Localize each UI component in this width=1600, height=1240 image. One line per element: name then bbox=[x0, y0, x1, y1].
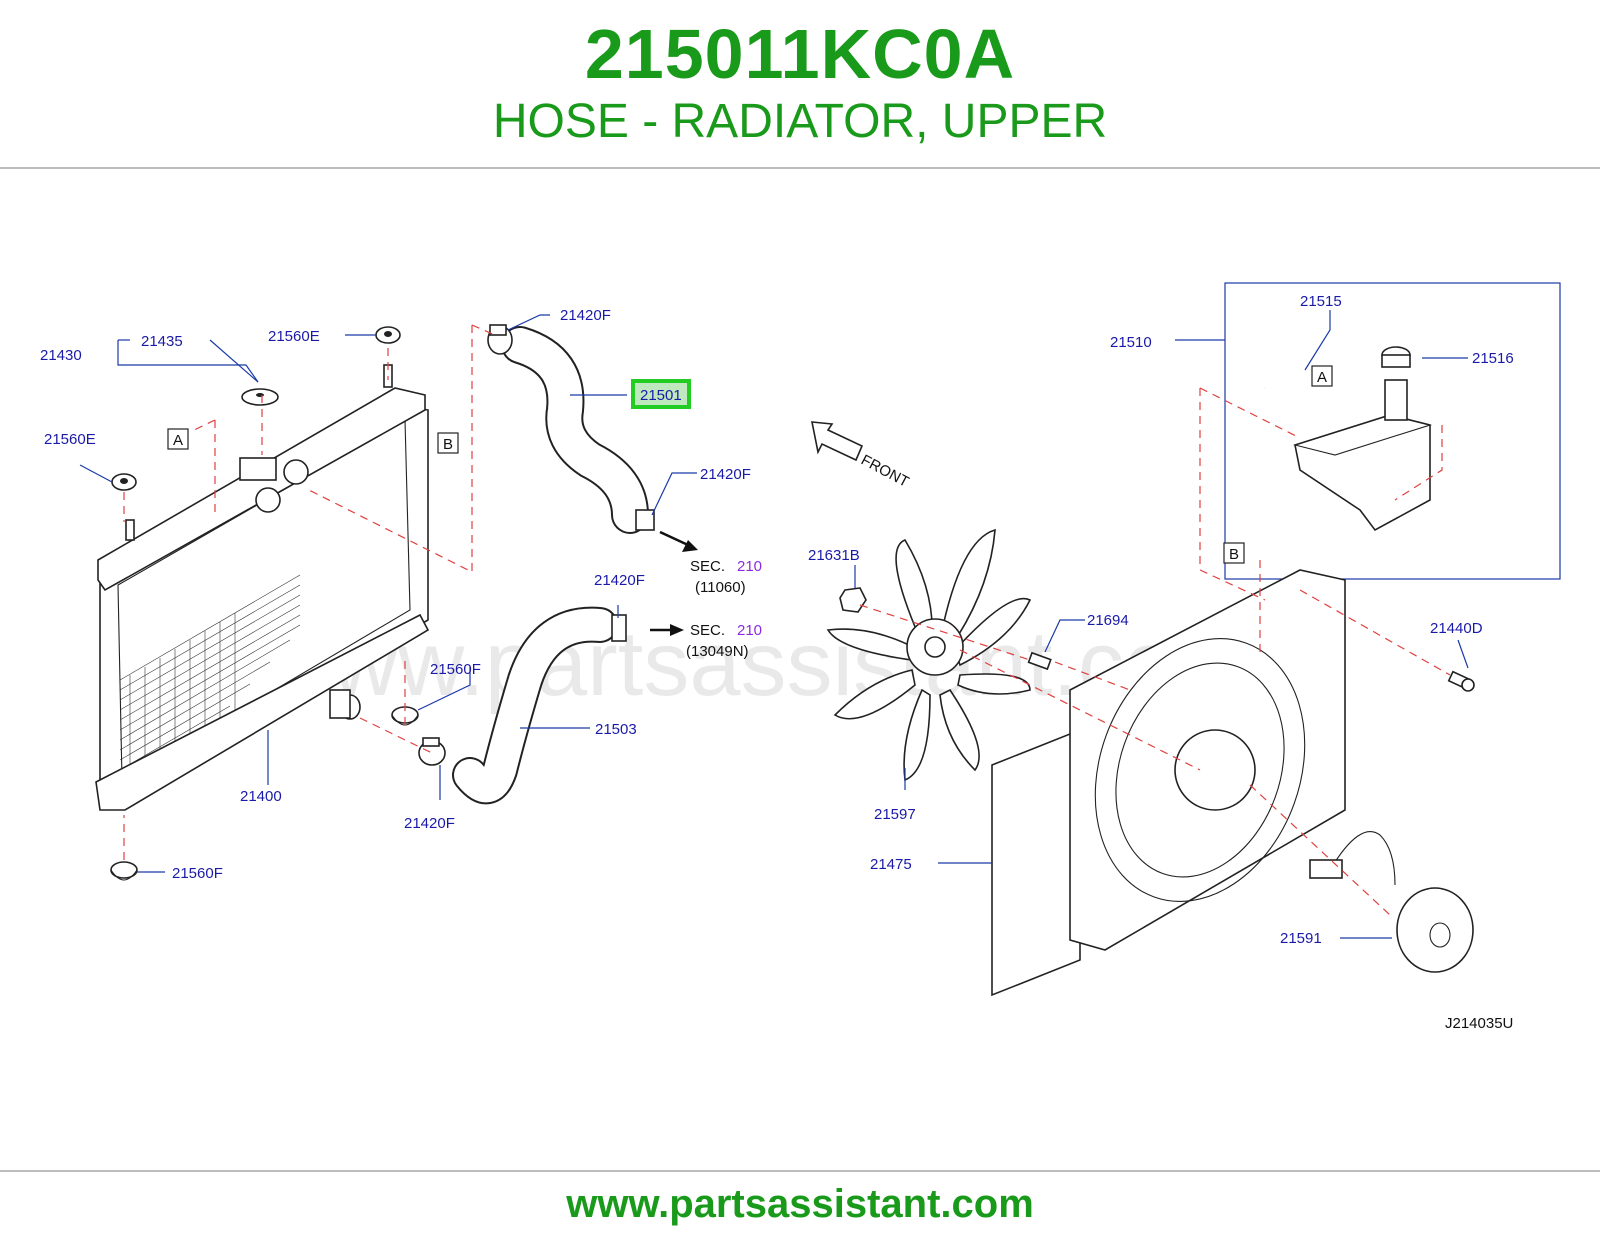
radiator-21400[interactable] bbox=[95, 364, 430, 811]
clamp-21420F-lower[interactable] bbox=[611, 614, 627, 642]
page-header: 215011KC0A HOSE - RADIATOR, UPPER bbox=[0, 0, 1600, 168]
callout-21430[interactable]: 21430 bbox=[40, 347, 82, 364]
callout-21560E-left[interactable]: 21560E bbox=[44, 431, 96, 448]
callout-21420F-mid[interactable]: 21420F bbox=[700, 466, 751, 483]
reservoir-group-box bbox=[1224, 282, 1561, 580]
bolt-21440D[interactable] bbox=[1447, 670, 1475, 692]
parts-diagram: www.partsassistant.com bbox=[40, 282, 1561, 1032]
section-reference-lower[interactable]: SEC. 210 (13049N) bbox=[686, 622, 762, 660]
reservoir-tank-21510[interactable] bbox=[1292, 379, 1433, 532]
callout-21400[interactable]: 21400 bbox=[240, 788, 282, 805]
header-divider bbox=[0, 167, 1600, 169]
callout-21560F-bottom[interactable]: 21560F bbox=[172, 865, 223, 882]
callout-21435[interactable]: 21435 bbox=[141, 333, 183, 350]
callout-leaders bbox=[79, 310, 1469, 939]
section-reference-upper[interactable]: SEC. 210 (11060) bbox=[690, 558, 762, 596]
callout-21694[interactable]: 21694 bbox=[1087, 612, 1129, 629]
highlight-inner-21501 bbox=[635, 383, 687, 405]
sec-label-lower: SEC. bbox=[690, 622, 725, 639]
callout-21420F-top[interactable]: 21420F bbox=[560, 307, 611, 324]
fan-shroud-21475[interactable] bbox=[991, 569, 1346, 997]
callout-21510[interactable]: 21510 bbox=[1110, 334, 1152, 351]
mount-21560E-left[interactable] bbox=[111, 473, 137, 491]
callout-21440D[interactable]: 21440D bbox=[1430, 620, 1483, 637]
ref-b-right: B bbox=[1229, 546, 1239, 563]
clamp-21420F-mid[interactable] bbox=[635, 509, 655, 531]
bolt-21694[interactable] bbox=[1027, 651, 1052, 671]
fan-motor-21591[interactable] bbox=[1309, 830, 1474, 973]
callout-21560F-mid[interactable]: 21560F bbox=[430, 661, 481, 678]
reservoir-cap-21516[interactable] bbox=[1381, 346, 1411, 368]
callout-21475[interactable]: 21475 bbox=[870, 856, 912, 873]
front-label: FRONT bbox=[858, 452, 912, 491]
callout-labels: 21430 21435 21560E 21560E 21420F 21501 2… bbox=[40, 293, 1514, 947]
footer-website-link[interactable]: www.partsassistant.com bbox=[566, 1182, 1034, 1226]
nut-21631B[interactable] bbox=[839, 587, 867, 613]
ref-b-left: B bbox=[443, 436, 453, 453]
mount-21560E-top[interactable] bbox=[375, 326, 401, 344]
callout-21597[interactable]: 21597 bbox=[874, 806, 916, 823]
overflow-hose-21515[interactable] bbox=[1257, 298, 1453, 426]
part-name-subtitle: HOSE - RADIATOR, UPPER bbox=[492, 95, 1108, 148]
callout-21503[interactable]: 21503 bbox=[595, 721, 637, 738]
clamp-21420F-top[interactable] bbox=[487, 324, 513, 355]
sec-arrow-upper bbox=[659, 530, 698, 552]
callout-21420F-lower[interactable]: 21420F bbox=[594, 572, 645, 589]
ref-a-left: A bbox=[173, 432, 183, 449]
callout-21420F-bottom[interactable]: 21420F bbox=[404, 815, 455, 832]
sec-number-upper: 210 bbox=[737, 558, 762, 575]
callout-21515[interactable]: 21515 bbox=[1300, 293, 1342, 310]
drawing-code: J214035U bbox=[1445, 1015, 1513, 1032]
clamp-21420F-bottom[interactable] bbox=[418, 737, 446, 766]
callout-21631B[interactable]: 21631B bbox=[808, 547, 860, 564]
upper-hose-21501[interactable] bbox=[501, 326, 649, 534]
sec-label-upper: SEC. bbox=[690, 558, 725, 575]
guide-lines bbox=[123, 324, 1451, 916]
footer-divider bbox=[0, 1170, 1600, 1172]
lower-hose-21503[interactable] bbox=[452, 606, 618, 805]
front-direction-arrow bbox=[811, 421, 864, 462]
callout-21501[interactable]: 21501 bbox=[640, 387, 682, 404]
sec-number-lower: 210 bbox=[737, 622, 762, 639]
callout-21591[interactable]: 21591 bbox=[1280, 930, 1322, 947]
sec-arrow-lower bbox=[650, 624, 684, 636]
ref-a-right: A bbox=[1317, 369, 1327, 386]
reference-markers: A B A B bbox=[167, 365, 1333, 564]
callout-21516[interactable]: 21516 bbox=[1472, 350, 1514, 367]
mount-21560F-bottom[interactable] bbox=[110, 861, 138, 881]
cooling-fan-21597[interactable] bbox=[826, 528, 1032, 782]
sec-code-upper: (11060) bbox=[695, 579, 746, 596]
part-number-title: 215011KC0A bbox=[584, 15, 1016, 93]
callout-21560E-top[interactable]: 21560E bbox=[268, 328, 320, 345]
sec-code-lower: (13049N) bbox=[686, 643, 749, 660]
